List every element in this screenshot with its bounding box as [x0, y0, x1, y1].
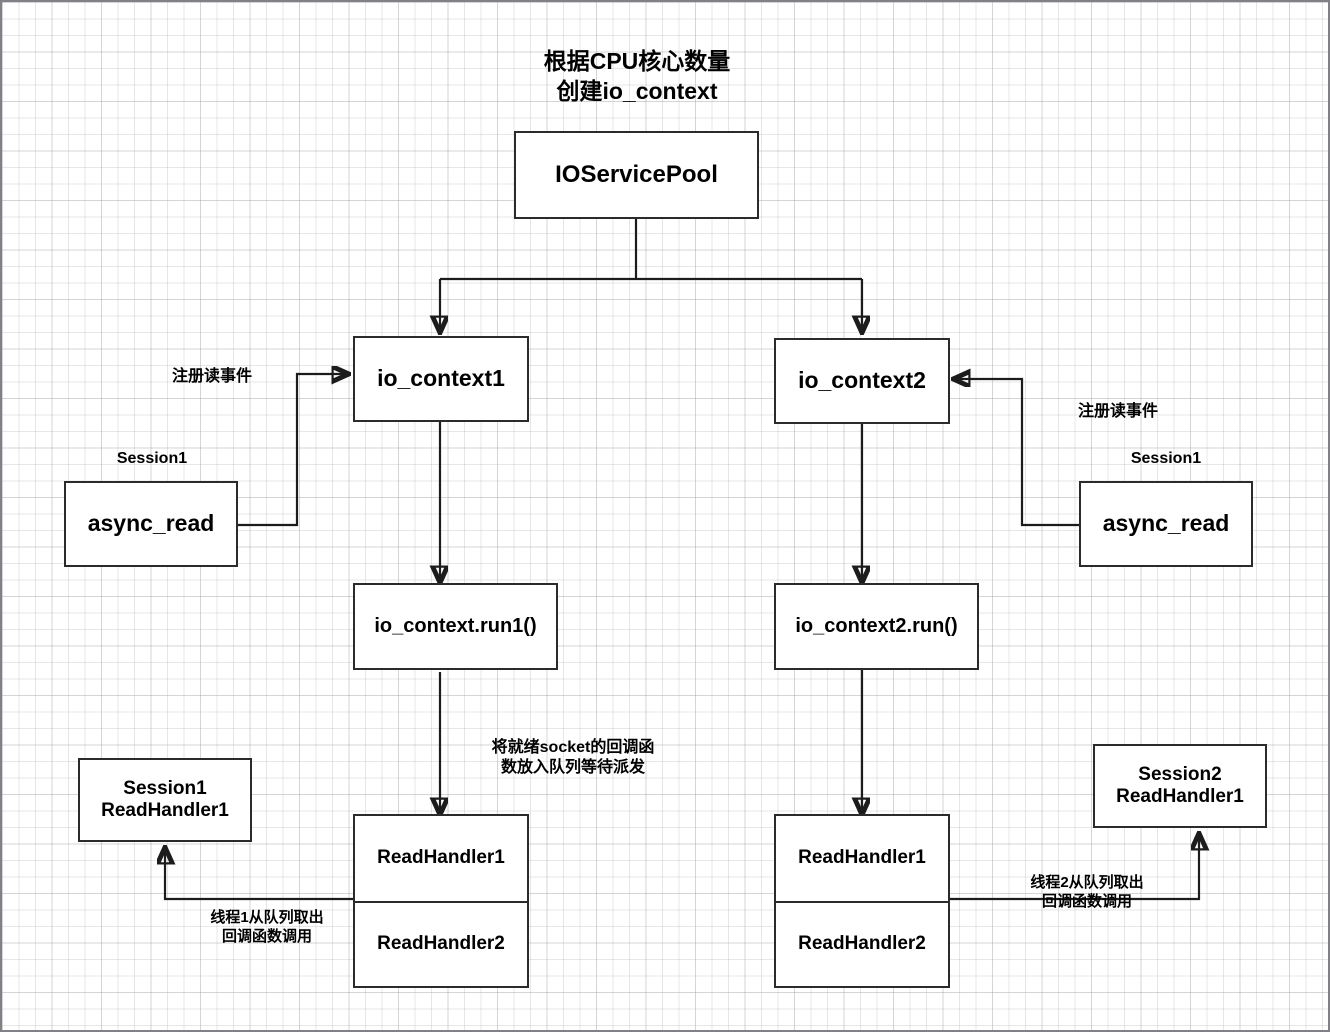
node-io-context-run1[interactable]: io_context.run1() — [353, 583, 558, 670]
node-session2-readhandler1[interactable]: Session2 ReadHandler1 — [1093, 744, 1267, 828]
node-async-read-left[interactable]: async_read — [64, 481, 238, 567]
node-queue-right[interactable]: ReadHandler1 ReadHandler2 — [774, 814, 950, 988]
node-async-read-right[interactable]: async_read — [1079, 481, 1253, 567]
wire-queue1-to-session1 — [165, 848, 353, 901]
node-queue-left[interactable]: ReadHandler1 ReadHandler2 — [353, 814, 529, 988]
queue-right-item-2[interactable]: ReadHandler2 — [776, 901, 948, 986]
diagram-title: 根据CPU核心数量 创建io_context — [543, 48, 731, 104]
node-io-context2[interactable]: io_context2 — [774, 338, 950, 424]
queue-left-item-2[interactable]: ReadHandler2 — [355, 901, 527, 986]
wire-asyncread1-to-ctx1 — [238, 374, 348, 527]
label-dispatch-note: 将就绪socket的回调函 数放入队列等待派发 — [491, 739, 655, 776]
label-thread2-note: 线程2从队列取出 回调函数调用 — [1030, 874, 1144, 910]
node-io-context1[interactable]: io_context1 — [353, 336, 529, 422]
queue-left-item-1[interactable]: ReadHandler1 — [377, 847, 505, 869]
node-session1-readhandler1[interactable]: Session1 ReadHandler1 — [78, 758, 252, 842]
label-register-read-right: 注册读事件 — [1077, 403, 1158, 420]
wire-asyncread2-to-ctx2 — [954, 379, 1079, 527]
label-session-left-caption: Session1 — [116, 450, 188, 467]
label-register-read-left: 注册读事件 — [171, 368, 252, 385]
queue-right-item-1[interactable]: ReadHandler1 — [798, 847, 926, 869]
node-ioservicepool[interactable]: IOServicePool — [514, 131, 759, 219]
label-thread1-note: 线程1从队列取出 回调函数调用 — [210, 909, 324, 945]
label-session-right-caption: Session1 — [1130, 450, 1202, 467]
node-io-context2-run[interactable]: io_context2.run() — [774, 583, 979, 670]
